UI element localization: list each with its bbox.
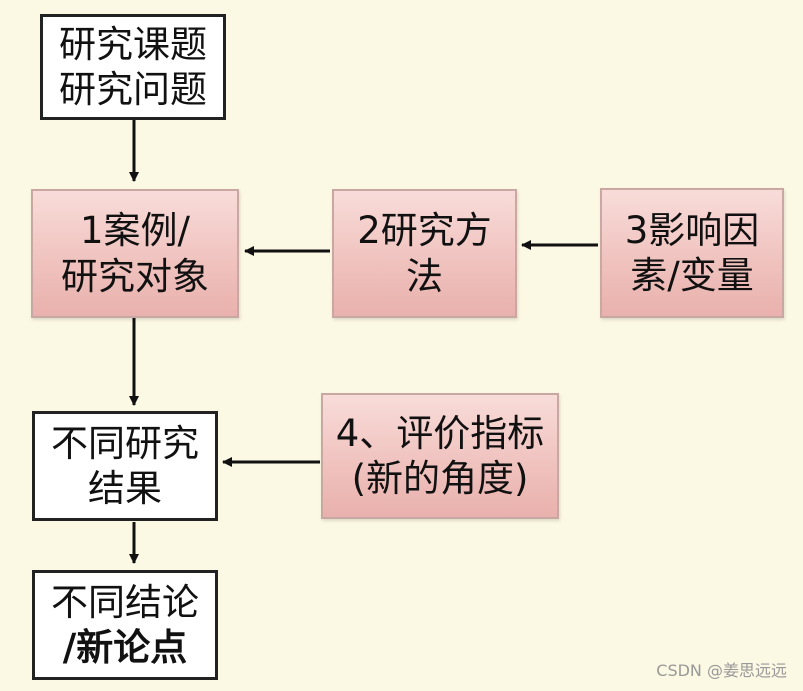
research-topic-box: 研究课题 研究问题 <box>40 14 226 120</box>
evaluation-metrics-line2: (新的角度) <box>351 457 529 500</box>
research-results-line2: 结果 <box>88 467 162 510</box>
research-results-box: 不同研究 结果 <box>32 411 218 521</box>
evaluation-metrics-box: 4、评价指标 (新的角度) <box>321 393 559 519</box>
research-method-box: 2研究方 法 <box>332 189 517 318</box>
influencing-factors-line2: 素/变量 <box>630 254 754 297</box>
conclusion-line2: /新论点 <box>62 626 188 669</box>
case-study-box: 1案例/ 研究对象 <box>31 189 239 318</box>
conclusion-box: 不同结论 /新论点 <box>32 570 218 680</box>
research-topic-line2: 研究问题 <box>59 68 207 111</box>
conclusion-line1: 不同结论 <box>51 580 199 624</box>
evaluation-metrics-line1: 4、评价指标 <box>335 411 545 455</box>
watermark: CSDN @姜思远远 <box>656 661 787 680</box>
case-study-line1: 1案例/ <box>79 209 190 253</box>
research-results-line1: 不同研究 <box>51 421 199 465</box>
research-method-line2: 法 <box>406 254 443 298</box>
research-method-line1: 2研究方 <box>357 209 492 253</box>
influencing-factors-box: 3影响因 素/变量 <box>600 188 784 318</box>
case-study-line2: 研究对象 <box>61 254 209 298</box>
influencing-factors-line1: 3影响因 <box>624 208 760 252</box>
research-topic-line1: 研究课题 <box>59 22 207 66</box>
